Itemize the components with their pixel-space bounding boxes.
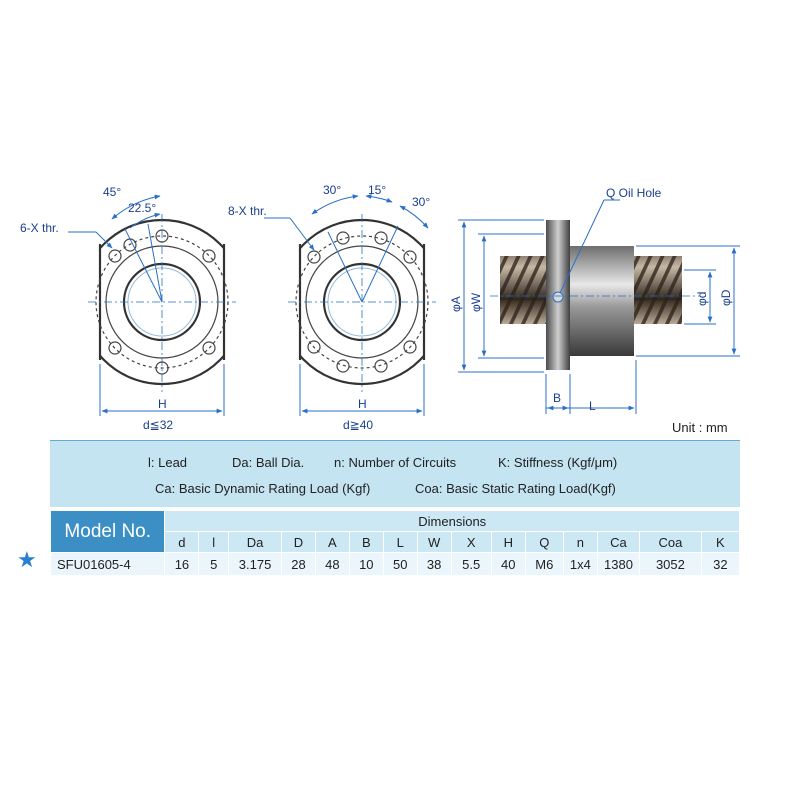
table-cell: 3052: [639, 552, 702, 576]
dim-b-label: B: [553, 391, 561, 405]
middle-thread-callout: 8-X thr.: [228, 204, 267, 218]
table-cell: 16: [164, 552, 200, 576]
col-header-x: X: [450, 531, 492, 553]
legend-line-1: l: Lead: [148, 455, 187, 470]
table-cell: 40: [490, 552, 526, 576]
dim-big-d-label: φD: [719, 289, 733, 306]
table-cell: 3.175: [228, 552, 283, 576]
col-header-coa: Coa: [639, 531, 702, 553]
table-cell: 50: [382, 552, 418, 576]
left-thread-callout: 6-X thr.: [20, 221, 59, 235]
col-header-b: B: [348, 531, 384, 553]
table-cell: 1x4: [562, 552, 598, 576]
table-cell: 32: [700, 552, 741, 576]
middle-flange-view: 30° 15° 30° 8-X thr. H d≧40: [228, 183, 436, 432]
table-cell: M6: [524, 552, 564, 576]
technical-drawing: 45° 22.5° 6-X thr. H d≦32: [20, 183, 740, 432]
oil-hole-icon: [552, 291, 564, 303]
col-header-big-l: L: [382, 531, 418, 553]
legend-dynamic-load: Ca: Basic Dynamic Rating Load (Kgf): [155, 481, 371, 496]
side-view: Q Oil Hole φA φW φd φD B L: [449, 186, 740, 414]
nut-body: [568, 246, 634, 356]
table-cell: 5.5: [450, 552, 492, 576]
bolt-hole-icon: [307, 231, 417, 373]
col-header-l: l: [198, 531, 230, 553]
oil-hole-label: Q Oil Hole: [606, 186, 662, 200]
star-icon: ★: [17, 547, 37, 572]
column-header-row: d l Da D A B L W X H Q n Ca Coa K: [51, 531, 741, 553]
legend-circuits: n: Number of Circuits: [334, 455, 457, 470]
angle-45-label: 45°: [103, 185, 121, 199]
col-header-ca: Ca: [596, 531, 641, 553]
col-header-big-d: D: [281, 531, 316, 553]
middle-dim-h-label: H: [358, 397, 367, 411]
left-dim-h-label: H: [158, 397, 167, 411]
col-header-q: Q: [524, 531, 564, 553]
middle-condition-label: d≧40: [343, 418, 373, 432]
col-header-k: K: [700, 531, 741, 553]
screw-thread-left: [500, 256, 548, 324]
table-cell: 28: [281, 552, 316, 576]
dim-w-label: φW: [469, 292, 483, 312]
angle-30-right-label: 30°: [412, 195, 430, 209]
angle-30-left-label: 30°: [323, 183, 341, 197]
spec-table: Model No. Dimensions d l Da D A B L W X …: [49, 510, 741, 576]
bolt-hole-icon: [108, 229, 216, 375]
dim-d-label: φd: [695, 292, 709, 306]
dimensions-header: Dimensions: [164, 510, 740, 532]
model-cell: SFU01605-4: [49, 552, 166, 576]
col-header-w: W: [416, 531, 452, 553]
legend-stiffness: K: Stiffness (Kgf/μm): [498, 455, 618, 470]
table-cell: 10: [348, 552, 384, 576]
table-cell: 1380: [596, 552, 641, 576]
legend-panel: l: Lead Da: Ball Dia. n: Number of Circu…: [50, 440, 740, 507]
legend-ball-dia: Da: Ball Dia.: [232, 455, 305, 470]
col-header-h: H: [490, 531, 526, 553]
angle-15-label: 15°: [368, 183, 386, 197]
table-row: SFU01605-4 16 5 3.175 28 48 10 50 38 5.5…: [49, 552, 741, 576]
table-cell: 5: [198, 552, 230, 576]
col-header-n: n: [562, 531, 598, 553]
legend-static-load: Coa: Basic Static Rating Load(Kgf): [415, 481, 616, 496]
left-flange-view: 45° 22.5° 6-X thr. H d≦32: [20, 185, 236, 432]
col-header-a: A: [314, 531, 350, 553]
col-header-d: d: [164, 531, 200, 553]
angle-22-5-label: 22.5°: [128, 201, 156, 215]
dim-l-label: L: [589, 399, 596, 413]
screw-thread-right: [632, 256, 682, 324]
unit-label: Unit : mm: [672, 420, 728, 435]
legend-lead: l: Lead: [148, 455, 188, 470]
col-header-da: Da: [228, 531, 283, 553]
model-no-header: Model No.: [49, 510, 166, 553]
dim-a-label: φA: [449, 296, 463, 312]
left-condition-label: d≦32: [143, 418, 173, 432]
table-cell: 38: [416, 552, 452, 576]
table-cell: 48: [314, 552, 350, 576]
